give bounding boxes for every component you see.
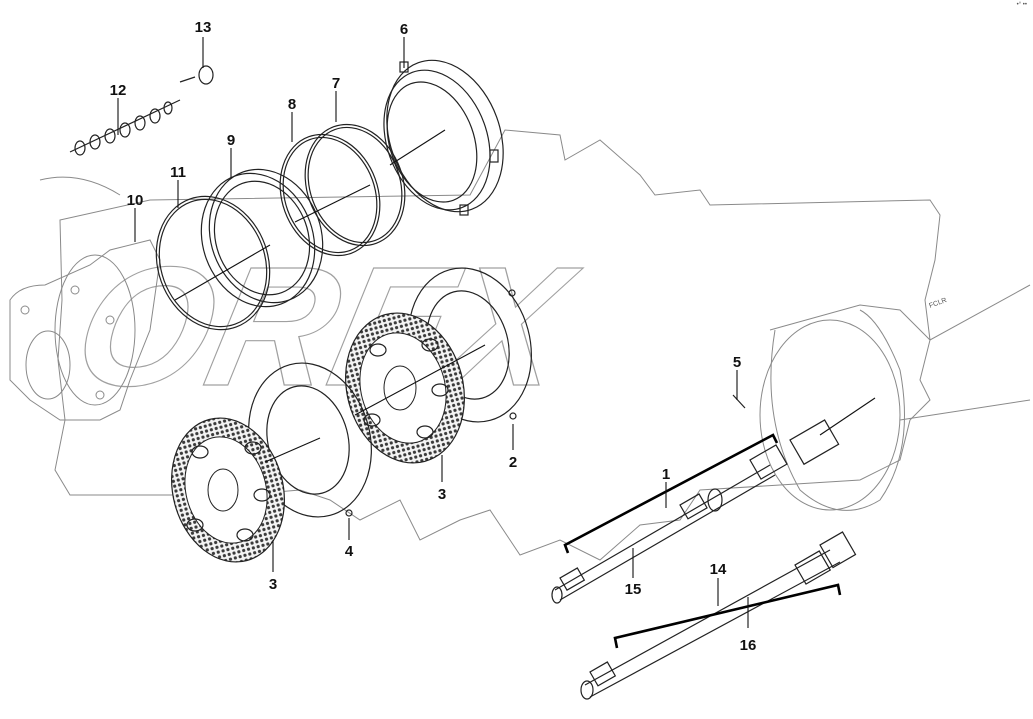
bracket-axle-shaft — [613, 583, 842, 649]
part-spring-stack — [69, 99, 181, 156]
callout-8: 8 — [288, 96, 296, 113]
bracket-shaft-assembly — [563, 433, 779, 554]
callout-15: 15 — [625, 581, 642, 598]
callout-10: 10 — [127, 192, 144, 209]
corner-mark: •° •• — [1016, 2, 1027, 8]
part-stub-shaft — [551, 419, 840, 604]
callout-11: 11 — [170, 164, 186, 181]
part-friction-disc-front — [171, 417, 285, 563]
part-seal-ring-inner — [279, 133, 381, 257]
callout-3-front: 3 — [269, 576, 277, 593]
part-seal-ring-outer — [304, 123, 406, 247]
axle-housing: FCLR — [759, 284, 1031, 511]
part-o-ring-large — [155, 195, 271, 331]
callout-4: 4 — [345, 543, 354, 560]
callout-13: 13 — [195, 19, 212, 36]
callout-6: 6 — [400, 21, 408, 38]
part-axle-shaft — [580, 531, 857, 700]
part-brake-cover — [383, 59, 504, 216]
callout-5: 5 — [733, 354, 741, 371]
callout-14: 14 — [710, 561, 727, 578]
callout-12: 12 — [110, 82, 127, 99]
watermark-logo-text: OREX — [60, 232, 591, 422]
callout-3-rear: 3 — [438, 486, 446, 503]
hub-housing — [9, 176, 161, 421]
callout-1: 1 — [662, 466, 670, 483]
svg-text:FCLR: FCLR — [928, 297, 948, 310]
leader-lines — [117, 37, 876, 628]
part-dowel-pin — [732, 394, 746, 409]
callout-9: 9 — [227, 132, 235, 149]
callout-7: 7 — [332, 75, 340, 92]
callout-2: 2 — [509, 454, 517, 471]
callout-16: 16 — [740, 637, 757, 654]
callout-labels: 13 12 6 7 8 9 11 10 5 2 3 4 3 1 15 14 16 — [110, 19, 757, 654]
part-plug — [179, 65, 214, 85]
